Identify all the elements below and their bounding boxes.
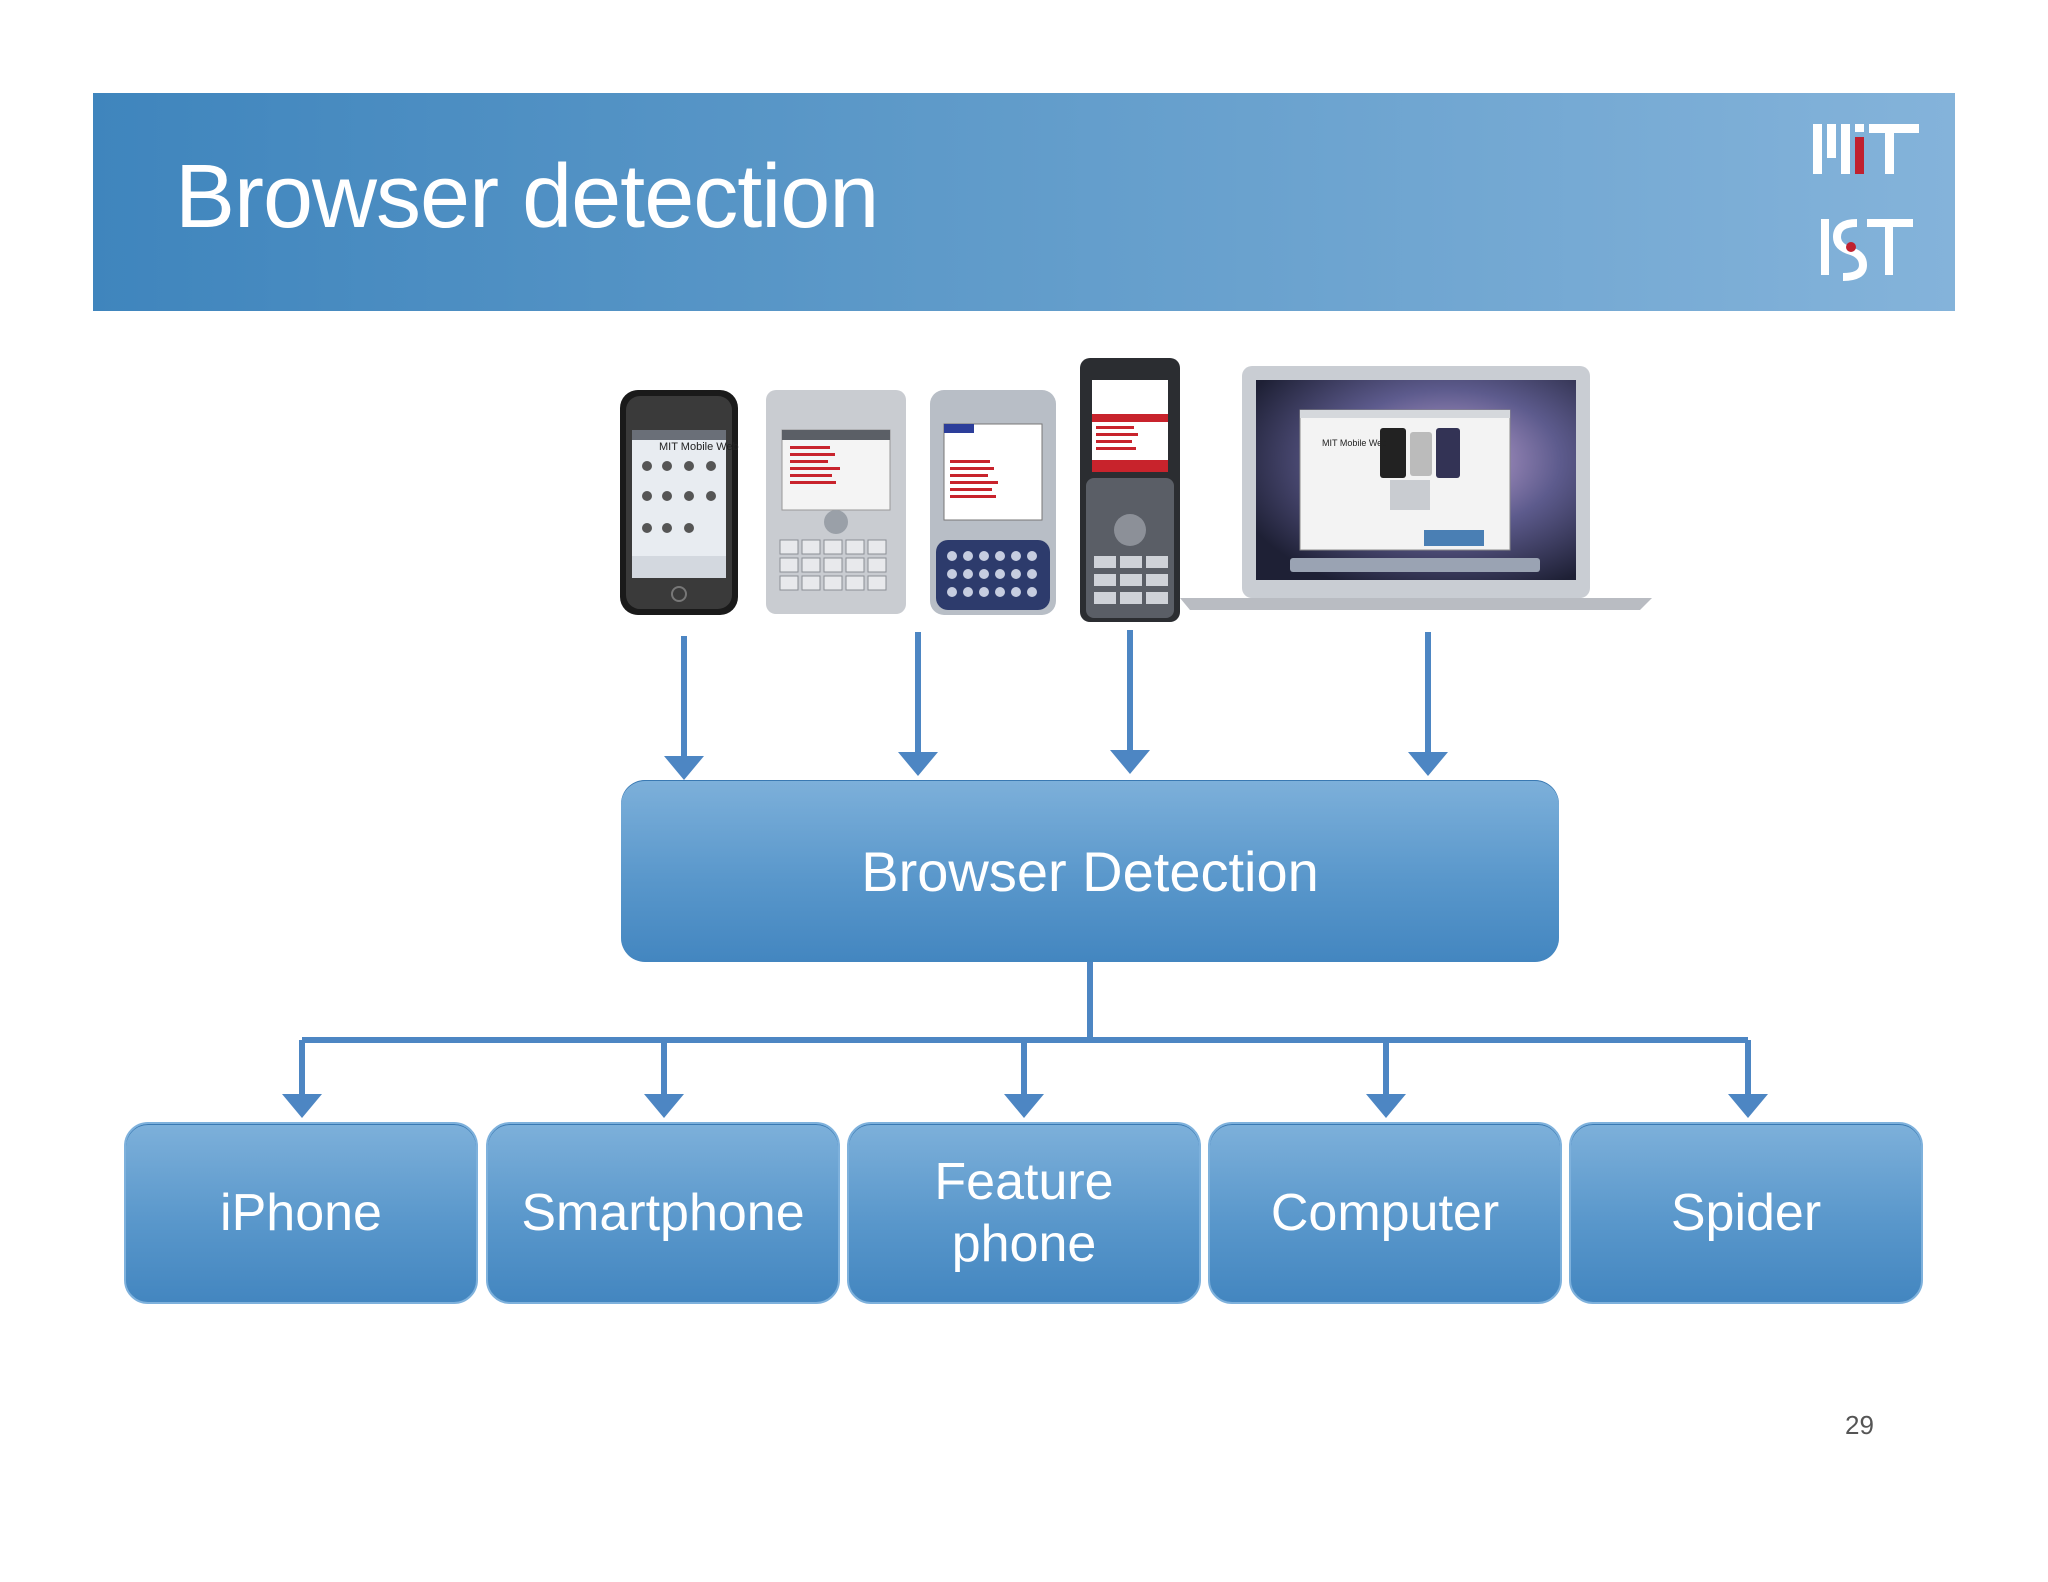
category-label: Computer [1270, 1184, 1500, 1242]
iphone-screen-title: MIT Mobile Web [659, 441, 739, 453]
page-number: 29 [1845, 1410, 1874, 1440]
category-computer: Computer [1208, 1122, 1562, 1304]
category-label: Spider [1670, 1184, 1822, 1242]
razr-image [1080, 358, 1180, 622]
category-iphone: iPhone [124, 1122, 478, 1304]
mit-ist-logo [1813, 124, 1919, 281]
slide-title: Browser detection [175, 147, 879, 247]
iphone-image [620, 390, 738, 615]
browser-detection-node: Browser Detection [621, 780, 1559, 962]
category-smartphone: Smartphone [486, 1122, 840, 1304]
category-spider: Spider [1569, 1122, 1923, 1304]
palm-treo-image [930, 390, 1056, 615]
browser-detection-label: Browser Detection [861, 839, 1319, 903]
device-images: MIT Mobile Web [620, 358, 1652, 622]
category-label: Smartphone [521, 1184, 805, 1242]
category-feature-phone: Feature phone [847, 1122, 1201, 1304]
category-label: Feature phone [934, 1153, 1114, 1273]
category-label: iPhone [220, 1184, 382, 1242]
macbook-image [1180, 366, 1652, 610]
title-banner: Browser detection [93, 93, 1955, 311]
blackberry-image [766, 390, 906, 614]
laptop-screen-title: MIT Mobile Web [1322, 438, 1387, 448]
